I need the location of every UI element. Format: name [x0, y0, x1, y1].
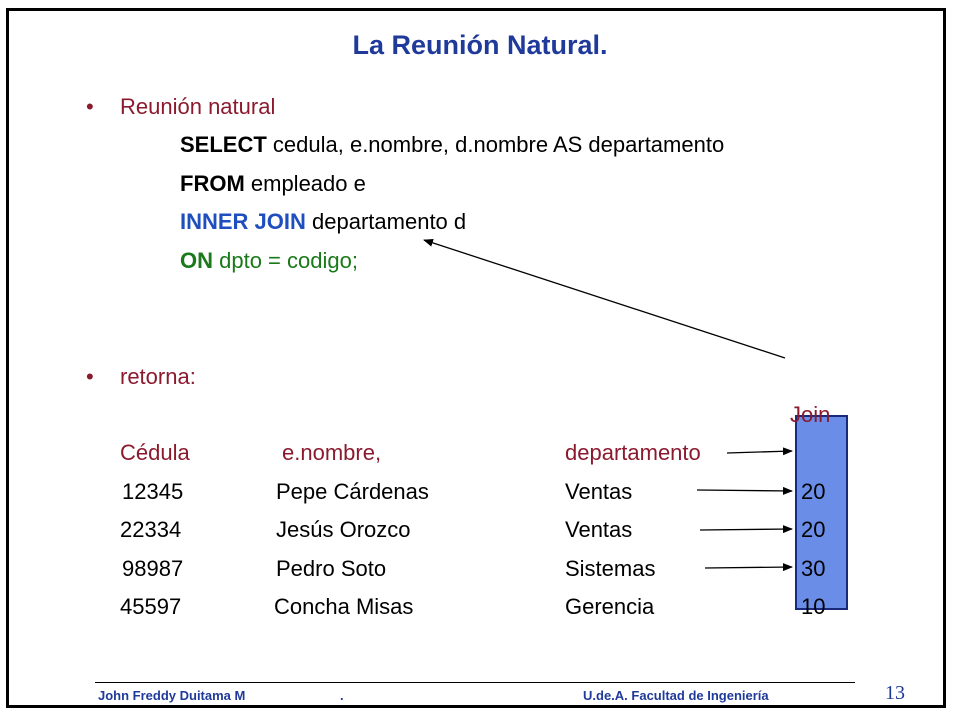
header-departamento: departamento: [565, 440, 701, 465]
footer-dot: .: [340, 688, 344, 703]
row-3-nombre: Pedro Soto: [276, 556, 387, 581]
row-1-cedula: 12345: [122, 479, 184, 504]
sql-join-keyword: INNER JOIN: [180, 209, 306, 234]
row-4-codigo: 10: [801, 594, 826, 619]
sql-join-table: departamento d: [305, 209, 467, 234]
sql-select-keyword: SELECT: [180, 132, 267, 157]
row-4-departamento: Gerencia: [565, 594, 655, 619]
join-label: Join: [790, 402, 831, 427]
join-column-highlight: [795, 415, 848, 610]
arrow-row-2-to-join: [699, 525, 793, 534]
bullet-reunion-natural: Reunión natural: [120, 94, 276, 119]
row-3-cedula: 98987: [122, 556, 184, 581]
sql-from-keyword: FROM: [180, 171, 245, 196]
slide-title: La Reunión Natural.: [352, 30, 608, 60]
sql-from-table: empleado e: [244, 171, 366, 196]
sql-on-line: ON dpto = codigo;: [180, 248, 358, 274]
page-number: 13: [885, 682, 905, 704]
row-2-nombre: Jesús Orozco: [276, 517, 411, 542]
row-1-nombre: Pepe Cárdenas: [276, 479, 429, 504]
bullet-retorna: retorna:: [120, 364, 196, 389]
row-1-codigo: 20: [801, 479, 826, 504]
sql-on-condition: dpto = codigo;: [213, 248, 358, 273]
slide-frame: [6, 8, 946, 708]
header-cedula: Cédula: [120, 440, 190, 465]
sql-select-columns: cedula, e.nombre, d.nombre AS departamen…: [266, 132, 725, 157]
sql-select-line: SELECT cedula, e.nombre, d.nombre AS dep…: [180, 132, 724, 158]
row-3-codigo: 30: [801, 556, 826, 581]
row-2-codigo: 20: [801, 517, 826, 542]
footer-author: John Freddy Duitama M: [98, 688, 246, 703]
arrow-row-1-to-join: [696, 486, 793, 495]
footer-institution: U.de.A. Facultad de Ingeniería: [583, 688, 769, 703]
row-3-departamento: Sistemas: [565, 556, 656, 581]
arrow-to-on-clause: [423, 238, 786, 359]
bullet-marker: •: [86, 94, 94, 119]
sql-from-line: FROM empleado e: [180, 171, 366, 197]
row-4-cedula: 45597: [120, 594, 182, 619]
row-4-nombre: Concha Misas: [274, 594, 414, 619]
sql-join-line: INNER JOIN departamento d: [180, 209, 466, 235]
row-2-cedula: 22334: [120, 517, 182, 542]
arrow-header-to-join: [726, 447, 793, 456]
bullet-marker: •: [86, 364, 94, 389]
footer-divider: [95, 682, 855, 683]
sql-on-keyword: ON: [180, 248, 213, 273]
row-2-departamento: Ventas: [565, 517, 633, 542]
row-1-departamento: Ventas: [565, 479, 633, 504]
header-nombre: e.nombre,: [282, 440, 382, 465]
arrow-row-3-to-join: [704, 563, 793, 572]
